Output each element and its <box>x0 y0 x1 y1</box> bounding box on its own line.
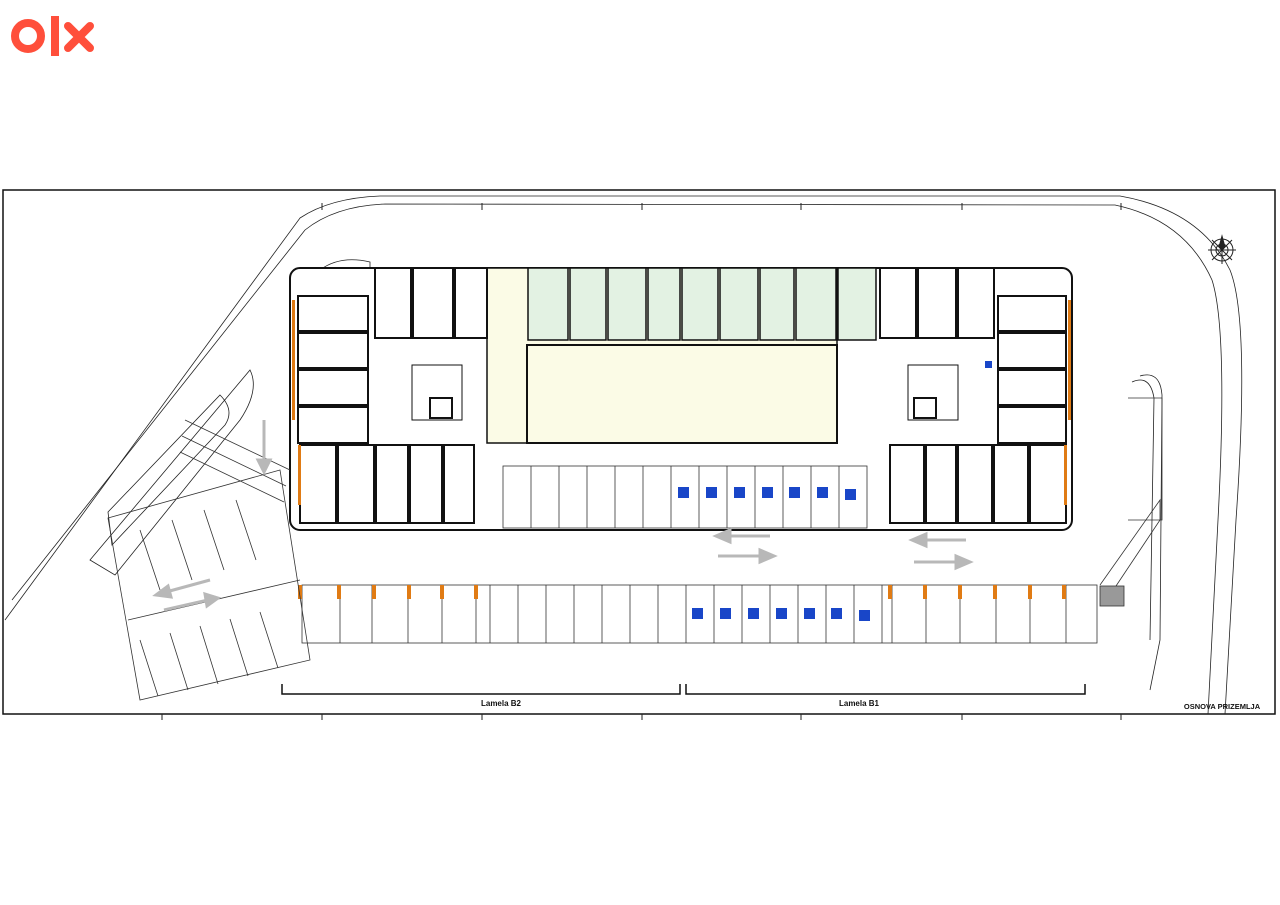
right-ramp <box>1099 397 1163 607</box>
parking-front <box>502 465 868 529</box>
drawing-frame <box>2 189 1276 715</box>
parking-left <box>107 419 311 701</box>
frame-ticks <box>161 203 1122 720</box>
lamela-b1-label: Lamela B1 <box>839 699 880 708</box>
orange-markers <box>292 300 1071 505</box>
building <box>289 267 1073 531</box>
lamela-dimension-lines <box>281 684 1086 695</box>
stair-cores <box>411 364 959 421</box>
bottom-pillars <box>298 585 1066 599</box>
accessible-parking-icons <box>678 361 992 621</box>
traffic-arrows <box>152 420 974 612</box>
north-arrow-icon <box>1208 234 1236 264</box>
lamela-b2-label: Lamela B2 <box>481 699 522 708</box>
olx-logo <box>11 16 94 56</box>
retail-units <box>527 267 877 341</box>
plan-title: OSNOVA PRIZEMLJA <box>1184 702 1261 711</box>
